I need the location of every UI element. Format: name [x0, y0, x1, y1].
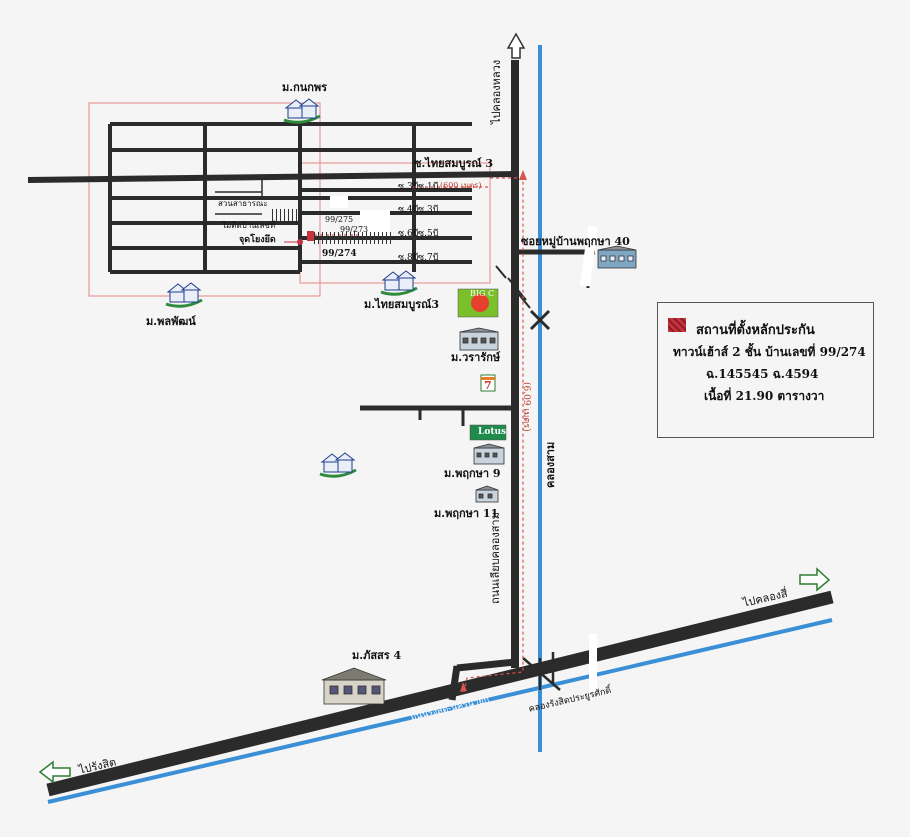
- seven-eleven-stripe: [481, 377, 495, 380]
- label-m-wararak: ม.วรารักษ์: [451, 351, 501, 364]
- legend-swatch: [668, 318, 686, 332]
- label-road-liap-khlong-sam: ถนนเลียบคลองสาม: [489, 512, 502, 604]
- arrow-east-khlong-si: [799, 567, 831, 592]
- townhouse-icon: [321, 245, 637, 705]
- label-distance-horizontal: (600 เมตร): [440, 181, 482, 190]
- label-landmark-ban: ไม่ติดบ้านเลขที่: [222, 221, 276, 230]
- arrow-west-rangsit: [38, 760, 71, 784]
- label-house-99-274: 99/274: [322, 249, 357, 259]
- park-hatch: [272, 209, 300, 221]
- label-m-pholpat: ม.พลพัฒน์: [146, 315, 196, 328]
- house-icon: [165, 98, 418, 478]
- label-lane-3b: ซ.5บี: [418, 229, 439, 239]
- collateral-location-dot: [297, 239, 303, 245]
- legend-line2: ฉ.145545 ฉ.4594: [706, 367, 819, 381]
- label-m-kanokporn: ม.กนกพร: [282, 81, 328, 94]
- label-house-99-273: 99/273: [340, 225, 369, 234]
- legend-line1: ทาวน์เฮ้าส์ 2 ชั้น บ้านเลขที่ 99/274: [673, 345, 866, 359]
- branch-road-ne2: [448, 665, 461, 701]
- khlong-rangsit-canal: [47, 618, 833, 804]
- west-village-lanes: [108, 122, 472, 274]
- label-lotus: Lotus: [478, 427, 507, 437]
- label-m-passorn4: ม.ภัสสร 4: [352, 649, 402, 662]
- branch-road-ne: [456, 658, 516, 672]
- blank-patch: [589, 634, 597, 694]
- label-lane-1b: ซ.1บี: [418, 182, 439, 192]
- label-lane-3: ซ.6บี: [398, 229, 419, 239]
- intersection-cross: [529, 309, 551, 331]
- label-poi: จุดโยงยึด: [239, 235, 276, 245]
- legend-line3: เนื้อที่ 21.90 ตารางวา: [704, 389, 825, 403]
- label-khlong-sam: คลองสาม: [544, 441, 557, 488]
- blank-patch: [579, 225, 599, 287]
- route-arrow-end: [460, 682, 467, 692]
- label-m-thai-somboon3: ม.ไทยสมบูรณ์3: [364, 298, 440, 311]
- blank-patch: [330, 196, 348, 208]
- bigc-logo: [457, 288, 499, 318]
- label-soi-pruksa40: ซอยหมู่บ้านพฤกษา 40: [521, 235, 630, 248]
- blank-patch: [360, 210, 390, 236]
- project-hatch: [314, 232, 392, 244]
- label-distance-vertical: (6.09 เมตร): [521, 382, 531, 432]
- label-m-pruksa9: ม.พฤกษา 9: [444, 467, 501, 480]
- label-lane-2: ซ.4บี: [398, 205, 419, 215]
- label-lane-4: ซ.8บี: [398, 253, 419, 263]
- arrow-north-khlong-luang: [506, 32, 526, 59]
- bigc-logo-mark: [471, 294, 489, 312]
- label-bigc: BIG C: [470, 289, 495, 298]
- route-arrow-north: [519, 170, 527, 180]
- legend-title: สถานที่ตั้งหลักประกัน: [696, 323, 815, 338]
- label-m-pruksa11: ม.พฤกษา 11: [434, 507, 499, 520]
- label-lane-4b: ซ.7บี: [418, 253, 439, 263]
- label-lane-2b: ซ.3บี: [418, 205, 439, 215]
- lotus-logo: [469, 424, 507, 441]
- rail-crossing-marks: [522, 652, 561, 691]
- label-seven: 7: [484, 379, 492, 392]
- label-lane-1: ซ.3บี: [398, 182, 419, 192]
- collateral-marker: [307, 231, 314, 241]
- soi-thai-somboon3-road: [27, 171, 516, 183]
- label-to-khlong-luang: ไปคลองหลวง: [490, 59, 503, 124]
- label-park: สวนสาธารณะ: [218, 199, 268, 208]
- park-lanes: [215, 178, 263, 215]
- legend-box: สถานที่ตั้งหลักประกัน ทาวน์เฮ้าส์ 2 ชั้น…: [657, 302, 874, 438]
- label-house-99-275: 99/275: [325, 215, 354, 224]
- rangsit-nakhon-nayok-road: [46, 590, 834, 797]
- label-soi-thai-somboon3: ซ.ไทยสมบูรณ์ 3: [414, 157, 494, 170]
